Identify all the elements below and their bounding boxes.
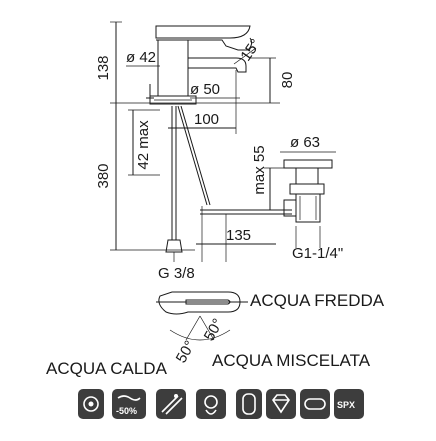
drain-thread-label: G1-1/4" xyxy=(292,245,343,262)
height-top-label: 138 xyxy=(95,55,112,80)
height-dimensions xyxy=(110,21,280,251)
spout-diameter-label: ø 42 xyxy=(126,49,156,66)
water-saving-text: -50% xyxy=(116,406,137,416)
cartridge-badge xyxy=(196,389,226,419)
spout-angle-label: 15° xyxy=(237,36,264,64)
hot-water-label: ACQUA CALDA xyxy=(46,359,168,378)
diamond-finish-badge xyxy=(266,389,296,419)
eco-mode-badge xyxy=(78,389,104,419)
diamond-icon xyxy=(272,394,290,414)
rod-length-label: 135 xyxy=(226,227,251,244)
supply-hoses xyxy=(165,105,211,262)
drain-max-label: max 55 xyxy=(251,145,268,194)
drain-rod xyxy=(196,206,292,262)
base-diameter-label: ø 50 xyxy=(190,81,220,98)
aerator-icon xyxy=(304,398,326,410)
total-height-label: 380 xyxy=(95,163,112,188)
flow-reduction-icon xyxy=(117,395,141,401)
spx-text: SPX xyxy=(337,400,355,410)
flexible-hose-badge xyxy=(156,389,186,419)
eco-icon xyxy=(83,396,99,412)
inlet-thread-label: G 3/8 xyxy=(158,265,195,282)
lever-angle-left-label: 50° xyxy=(173,338,199,366)
reach-label: 100 xyxy=(194,111,219,128)
spout-height-label: 80 xyxy=(279,72,296,89)
water-saving-badge: -50% xyxy=(112,389,146,419)
faucet-body xyxy=(146,25,257,105)
feature-badges: -50% SPX xyxy=(78,389,364,419)
pop-up-drain xyxy=(283,159,333,248)
cold-water-label: ACQUA FREDDA xyxy=(250,291,385,310)
anti-scale-badge xyxy=(236,389,262,419)
rod-max-label: 42 max xyxy=(135,120,152,170)
mixed-water-label: ACQUA MISCELATA xyxy=(212,351,371,370)
cartridge-icon xyxy=(204,395,218,409)
aerator-badge xyxy=(300,389,330,419)
spx-badge: SPX xyxy=(334,389,364,419)
anti-scale-icon xyxy=(242,393,256,415)
drain-diameter-label: ø 63 xyxy=(290,134,320,151)
hose-icon xyxy=(161,395,183,415)
lever-top-view xyxy=(156,291,248,341)
